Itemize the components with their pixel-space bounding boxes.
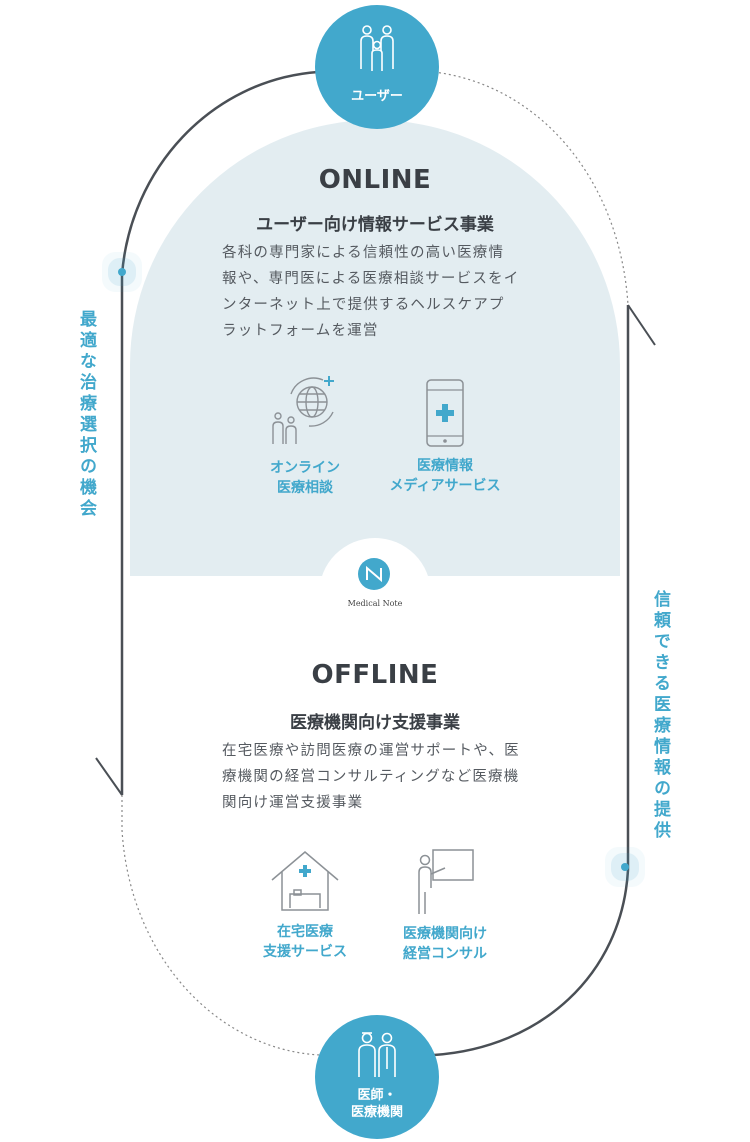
- user-node-label: ユーザー: [351, 89, 403, 104]
- left-marker-dot: [118, 268, 126, 276]
- globe-consultation-icon: [272, 376, 334, 444]
- right-marker-dot: [621, 863, 629, 871]
- online-service-media: 医療情報 メディアサービス: [380, 378, 510, 496]
- smartphone-medical-icon: [426, 379, 464, 447]
- home-care-icon: [271, 851, 339, 911]
- doctor-node-label-2: 医療機関: [350, 1105, 403, 1120]
- medical-note-mark-icon: [358, 558, 390, 590]
- offline-title: OFFLINE: [311, 660, 439, 690]
- online-description: 各科の専門家による信頼性の高い医療情 報や、専門医による医療相談サービスをイ ン…: [222, 245, 520, 339]
- offline-service-consulting-label: 医療機関向け 経営コンサル: [403, 926, 487, 962]
- online-title: ONLINE: [318, 165, 432, 195]
- user-node: ユーザー: [315, 5, 439, 129]
- doctor-nurse-icon: [358, 1032, 396, 1077]
- offline-service-homecare: 在宅医療 支援サービス: [245, 848, 365, 962]
- offline-subtitle: 医療機関向け支援事業: [290, 713, 460, 733]
- offline-description: 在宅医療や訪問医療の運営サポートや、医 療機関の経営コンサルティングなど医療機 …: [222, 743, 520, 811]
- medical-note-logo: Medical Note: [319, 538, 431, 618]
- presentation-icon: [418, 849, 474, 914]
- offline-service-consulting: 医療機関向け 経営コンサル: [380, 848, 510, 964]
- online-service-consultation: オンライン 医療相談: [245, 372, 365, 498]
- online-panel: [130, 120, 620, 576]
- left-side-label: 最適な治療選択の機会: [76, 310, 96, 520]
- online-subtitle: ユーザー向け情報サービス事業: [256, 215, 494, 235]
- logo-wordmark: Medical Note: [347, 599, 403, 608]
- offline-service-homecare-label: 在宅医療 支援サービス: [263, 924, 347, 960]
- right-side-label: 信頼できる医療情報の提供: [650, 590, 670, 842]
- family-icon: [360, 25, 394, 71]
- doctor-node: 医師・ 医療機関: [315, 1015, 439, 1139]
- online-service-media-label: 医療情報 メディアサービス: [389, 458, 501, 494]
- online-service-consultation-label: オンライン 医療相談: [270, 460, 340, 496]
- doctor-node-label-1: 医師・: [357, 1088, 397, 1103]
